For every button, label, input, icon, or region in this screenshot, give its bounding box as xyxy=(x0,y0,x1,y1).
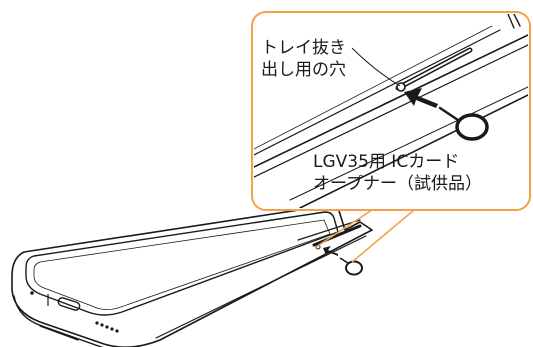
phone-side-edge xyxy=(13,295,104,347)
zoom-pin-stem xyxy=(438,106,460,122)
phone-screen-inner xyxy=(33,219,331,310)
tray-hole-label-line1: トレイ抜き xyxy=(261,38,346,58)
small-arrow xyxy=(323,246,338,256)
phone-right-rail xyxy=(297,219,361,241)
opener-label-line1: LGV35用 ICカード xyxy=(313,152,460,172)
zoom-outer-edge xyxy=(254,33,528,169)
phone-bottom-edge xyxy=(39,325,79,341)
mic-hole xyxy=(30,291,34,295)
zoom-rail-top xyxy=(299,93,528,208)
tray-label-leader xyxy=(351,47,401,87)
phone-body xyxy=(11,204,373,347)
zoom-rail-bottom xyxy=(254,43,528,179)
opener-label-line2: オープナー（試供品） xyxy=(313,174,482,194)
bottom-port-group xyxy=(30,291,119,333)
zoom-rail-mid xyxy=(289,85,528,201)
speaker-grille xyxy=(95,321,119,333)
phone-screen xyxy=(25,211,339,316)
usb-port xyxy=(57,297,81,311)
tray-hole-label-line2: 出し用の穴 xyxy=(261,60,346,80)
zoom-pin-ring xyxy=(455,113,489,141)
zoom-tray-slot-inner xyxy=(397,49,471,89)
zoomed-phone xyxy=(254,14,528,208)
small-pin-ring xyxy=(345,260,363,276)
callout-frame xyxy=(251,11,531,211)
zoom-tray-hole xyxy=(396,82,406,92)
zoom-arrow xyxy=(404,88,438,108)
small-tray-slot xyxy=(312,224,362,247)
zoom-screen-inner xyxy=(254,25,493,151)
small-pin-stem xyxy=(339,257,349,264)
callout-connector xyxy=(315,209,415,263)
zoom-screen-edge xyxy=(254,29,501,157)
phone-outer-frame xyxy=(11,204,373,347)
